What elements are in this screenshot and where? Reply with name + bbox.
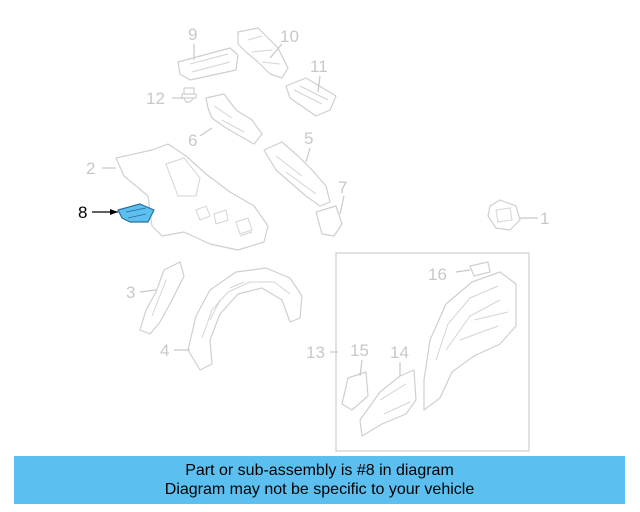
- parts-diagram: 9 10 11 12 6 5 7 2 8 3 4 1 16 13 15 14: [78, 25, 549, 452]
- callout-5: 5: [304, 129, 313, 148]
- part-2: [115, 143, 269, 251]
- part-11: [285, 77, 337, 117]
- callout-2: 2: [86, 159, 95, 178]
- part-1: [487, 199, 521, 231]
- part-14: [359, 369, 417, 437]
- callout-10: 10: [280, 27, 299, 46]
- leader-lines: [92, 43, 538, 377]
- callout-4: 4: [160, 341, 169, 360]
- caption-banner: Part or sub-assembly is #8 in diagram Di…: [14, 456, 625, 504]
- callout-6: 6: [188, 131, 197, 150]
- caption-line-1: Part or sub-assembly is #8 in diagram: [185, 462, 454, 479]
- callout-7: 7: [338, 178, 347, 197]
- callout-9: 9: [188, 25, 197, 44]
- part-7: [315, 205, 343, 237]
- callout-14: 14: [390, 343, 409, 362]
- caption-line-2: Diagram may not be specific to your vehi…: [164, 481, 475, 498]
- part-9: [177, 47, 239, 81]
- callout-15: 15: [350, 341, 369, 360]
- part-12: [181, 87, 197, 103]
- callout-labels: 9 10 11 12 6 5 7 2 8 3 4 1 16 13 15 14: [78, 25, 549, 362]
- callout-8: 8: [78, 203, 87, 222]
- part-4: [187, 267, 303, 371]
- callout-13: 13: [306, 343, 325, 362]
- callout-11: 11: [310, 57, 328, 76]
- part-3: [139, 261, 185, 335]
- callout-3: 3: [126, 283, 135, 302]
- part-8-highlighted: [117, 203, 155, 223]
- callout-12: 12: [146, 89, 165, 108]
- callout-1: 1: [540, 209, 549, 228]
- part-5: [263, 141, 331, 207]
- callout-16: 16: [428, 265, 447, 284]
- part-16: [469, 261, 491, 277]
- part-15: [341, 371, 369, 411]
- part-13-inner: [423, 271, 517, 411]
- part-10: [237, 27, 289, 79]
- part-6: [205, 93, 263, 145]
